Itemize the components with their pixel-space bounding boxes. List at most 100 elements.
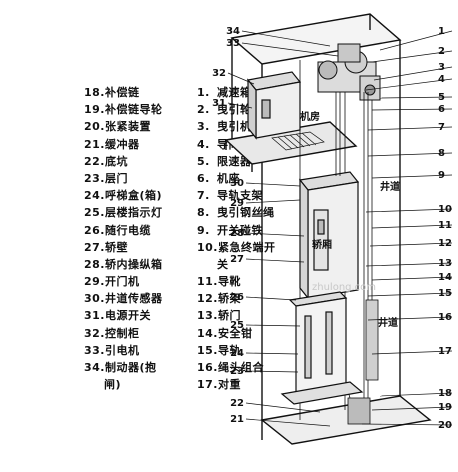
legend-item-number: 29. <box>84 275 105 289</box>
legend-item-text: 关 <box>217 257 229 271</box>
legend-item-text: 层门 <box>105 171 128 185</box>
legend-item-number: 23. <box>84 171 105 185</box>
legend-item: 25.层楼指示灯 <box>84 204 196 221</box>
legend-item-number: 5. <box>197 154 210 168</box>
callout-leader-line <box>227 102 253 109</box>
callout-leader-line <box>371 50 453 63</box>
legend-item-text: 限速器 <box>217 154 252 168</box>
callout-number: 19 <box>438 402 452 413</box>
callout-number: 15 <box>438 288 452 299</box>
control-cabinet <box>246 71 302 140</box>
callout-number: 34 <box>226 26 240 37</box>
callout-number: 17 <box>438 346 452 357</box>
legend-item-text: 井道传感器 <box>105 292 163 306</box>
floor-grating <box>271 131 325 151</box>
legend-item-text: 曳引钢丝绳 <box>217 206 275 220</box>
legend-item-text: 导轨支架 <box>217 189 263 203</box>
legend-item-number: 28. <box>84 257 105 271</box>
landing-door <box>280 291 364 405</box>
legend-item: 5. 限速器 <box>197 153 305 170</box>
callout-leader-line <box>371 406 453 411</box>
callout-number: 22 <box>230 398 244 409</box>
label-machine-room: 机房 <box>300 110 320 123</box>
legend-item: 13.轿门 <box>197 307 305 324</box>
legend-item: 19.补偿链导轮 <box>84 101 196 118</box>
legend-item-number: 10. <box>197 240 218 254</box>
callout-leader-line <box>379 96 453 99</box>
callout-leader-line <box>245 402 321 413</box>
label-shaft-lower: 井道 <box>378 316 398 329</box>
callout-leader-line <box>379 30 453 51</box>
callout-number: 2 <box>438 46 445 57</box>
legend-item: 33.引电机 <box>84 342 196 359</box>
legend-item-number: 27. <box>84 240 105 254</box>
legend-item-text: 机座 <box>217 171 240 185</box>
label-shaft-upper: 井道 <box>380 180 400 193</box>
legend-item: 24.呼梯盒(箱) <box>84 187 196 204</box>
legend-item-number: 7. <box>197 189 210 203</box>
legend-item-number: 14. <box>197 326 218 340</box>
legend-item-text: 曳引轮 <box>217 103 252 117</box>
legend-item: 12.轿架 <box>197 290 305 307</box>
legend-item-number: 30. <box>84 292 105 306</box>
legend-item: 23.层门 <box>84 170 196 187</box>
callout-number: 5 <box>438 92 445 103</box>
legend-item-text: 轿门 <box>218 309 241 323</box>
callout-leader-line <box>241 30 331 47</box>
legend-item-text: 轿壁 <box>105 240 128 254</box>
legend-item-number: 19. <box>84 103 105 117</box>
callout-number: 9 <box>438 170 445 181</box>
callout-number: 13 <box>438 258 452 269</box>
callout-leader-line <box>379 392 453 397</box>
callout-number: 6 <box>438 104 445 115</box>
callouts: 1234567891011121314151617181920343332313… <box>212 26 452 431</box>
callout-leader-line <box>371 276 453 281</box>
callout-leaders <box>227 30 453 427</box>
legend-item-number: 16. <box>197 361 218 374</box>
callout-leader-line <box>361 423 453 426</box>
callout-number: 10 <box>438 204 452 215</box>
legend-item: 30.井道传感器 <box>84 290 196 307</box>
callout-leader-line <box>245 199 301 204</box>
legend-item: 27.轿壁 <box>84 239 196 256</box>
callout-number: 1 <box>438 26 445 37</box>
callout-number: 30 <box>230 178 244 189</box>
callout-leader-line <box>245 232 305 237</box>
legend-item-text: 绳头组合 <box>218 361 264 374</box>
legend-item: 1.减速箱 <box>197 84 305 101</box>
callout-number: 12 <box>438 238 452 249</box>
legend-item-text: 补偿链 <box>105 86 140 99</box>
callout-number: 29 <box>230 198 244 209</box>
legend-item-number: 6. <box>197 171 210 185</box>
legend-item: 28.轿内操纵箱 <box>84 256 196 273</box>
callout-leader-line <box>371 350 453 355</box>
callout-number: 23 <box>230 366 244 377</box>
callout-leader-line <box>245 296 297 301</box>
legend-item-text: 控制柜 <box>105 326 140 340</box>
legend-item: 17.对重 <box>197 376 305 393</box>
callout-leader-line <box>365 208 453 213</box>
callout-leader-line <box>365 78 453 91</box>
callout-number: 27 <box>230 254 244 265</box>
callout-number: 32 <box>212 68 226 79</box>
legend-item-number: 31. <box>84 309 105 323</box>
callout-leader-line <box>241 42 339 57</box>
callout-number: 33 <box>226 38 240 49</box>
callout-leader-line <box>245 418 331 427</box>
callout-leader-line <box>367 292 453 297</box>
callout-leader-line <box>373 66 453 81</box>
callout-leader-line <box>245 258 305 263</box>
legend-item-number: 26. <box>84 223 105 237</box>
callout-number: 31 <box>212 98 226 109</box>
legend-item-text: 导靴 <box>218 275 241 289</box>
legend-item: 34.制动器(抱 <box>84 359 196 376</box>
callout-number: 4 <box>438 74 445 85</box>
callout-leader-line <box>365 262 453 267</box>
legend-item: 关 <box>197 256 305 273</box>
legend-item-number: 25. <box>84 206 105 220</box>
legend-item-number: 21. <box>84 137 105 151</box>
callout-leader-line <box>245 370 299 373</box>
legend-item-text: 制动器(抱 <box>105 361 157 374</box>
